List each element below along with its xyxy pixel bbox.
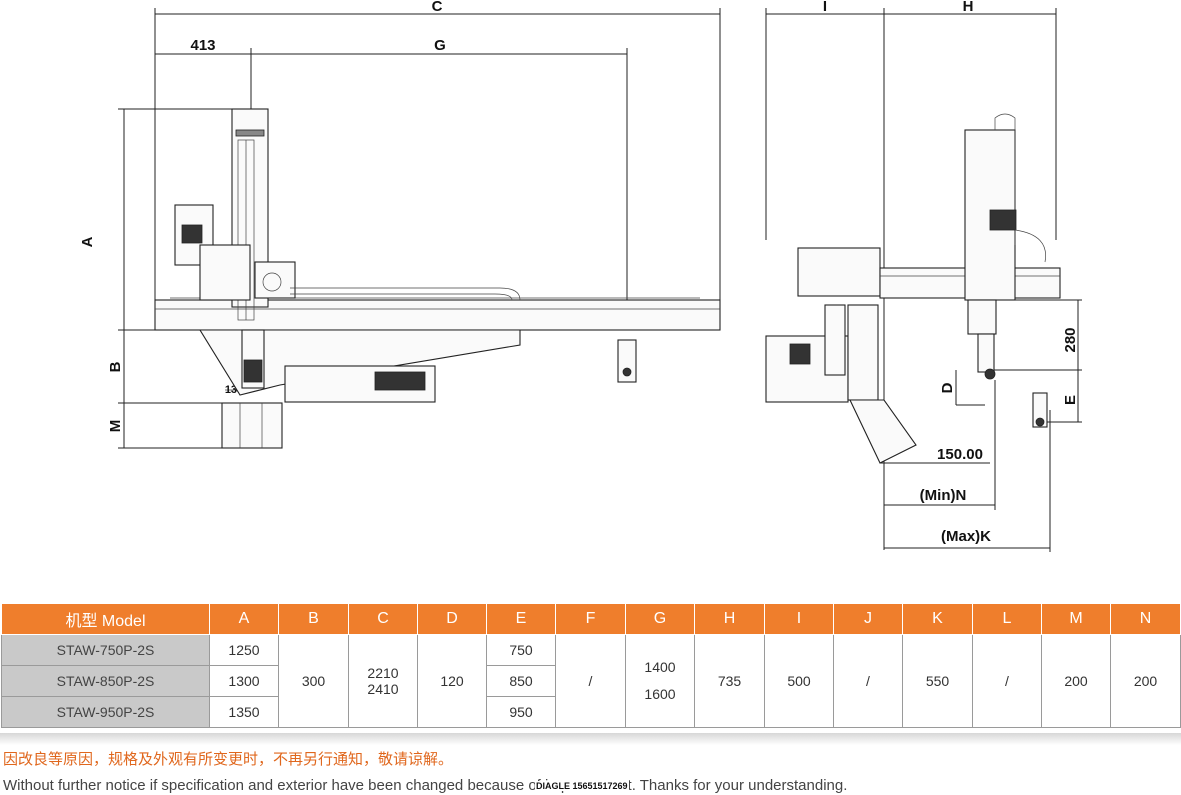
dim-B: B <box>107 361 124 372</box>
header-B: B <box>278 603 349 635</box>
cell-A: 1350 <box>209 696 279 728</box>
dim-M: M <box>107 420 124 433</box>
dim-413: 413 <box>190 37 215 54</box>
header-I: I <box>764 603 834 635</box>
front-view-dimensions <box>118 8 721 449</box>
table-row: STAW-850P-2S 1300 850 <box>1 665 1181 697</box>
dim-E: E <box>1062 395 1079 405</box>
header-J: J <box>833 603 903 635</box>
technical-drawing: C G 413 A B M 134 <box>79 0 1082 552</box>
header-D: D <box>417 603 487 635</box>
cell-model: STAW-850P-2S <box>1 665 210 697</box>
cell-E: 950 <box>486 696 556 728</box>
header-G: G <box>625 603 695 635</box>
dim-I: I <box>823 0 827 15</box>
dim-max-K: (Max)K <box>941 528 991 545</box>
cell-L: / <box>972 634 1042 728</box>
dim-H: H <box>963 0 974 15</box>
cell-J: / <box>833 634 903 728</box>
watermark-text: DIAGLE 15651517269 <box>535 781 629 791</box>
cell-H: 735 <box>694 634 765 728</box>
spec-table: 机型 Model A B C D E F G H I J K L M N STA… <box>1 603 1181 728</box>
table-header-row: 机型 Model A B C D E F G H I J K L M N <box>1 603 1181 635</box>
table-shadow <box>0 733 1181 745</box>
cell-B: 300 <box>278 634 349 728</box>
header-N: N <box>1110 603 1181 635</box>
cell-F: / <box>555 634 626 728</box>
header-H: H <box>694 603 765 635</box>
header-F: F <box>555 603 626 635</box>
header-L: L <box>972 603 1042 635</box>
cell-G: 1400 1600 <box>625 634 695 728</box>
cell-K: 550 <box>902 634 973 728</box>
dim-280: 280 <box>1062 327 1079 352</box>
header-E: E <box>486 603 556 635</box>
cell-M: 200 <box>1041 634 1111 728</box>
cell-model: STAW-750P-2S <box>1 634 210 666</box>
notice-chinese: 因改良等原因，规格及外观有所变更时，不再另行通知，敬请谅解。 <box>3 751 454 768</box>
cell-D: 120 <box>417 634 487 728</box>
header-M: M <box>1041 603 1111 635</box>
front-view-robot <box>154 108 721 449</box>
cell-G-value-1: 1400 <box>644 659 676 675</box>
dim-D: D <box>939 382 956 393</box>
dim-C: C <box>432 0 443 15</box>
dim-min-N: (Min)N <box>920 487 967 504</box>
cell-A: 1300 <box>209 665 279 697</box>
header-model: 机型 Model <box>1 603 210 635</box>
cell-G-value-2: 1600 <box>644 686 676 702</box>
cell-A: 1250 <box>209 634 279 666</box>
dim-G: G <box>434 37 446 54</box>
side-view-robot <box>765 113 1061 464</box>
cell-E: 750 <box>486 634 556 666</box>
table-row: STAW-950P-2S 1350 950 <box>1 696 1181 728</box>
header-A: A <box>209 603 279 635</box>
cell-I: 500 <box>764 634 834 728</box>
dim-150: 150.00 <box>937 446 983 463</box>
cell-model: STAW-950P-2S <box>1 696 210 728</box>
cell-E: 850 <box>486 665 556 697</box>
cell-N: 200 <box>1110 634 1181 728</box>
dim-A: A <box>79 236 96 247</box>
header-C: C <box>348 603 418 635</box>
cell-C-value-2: 2410 <box>367 681 399 697</box>
header-K: K <box>902 603 973 635</box>
cell-C-value-1: 2210 <box>367 665 399 681</box>
notice-english: Without further notice if specification … <box>3 777 848 794</box>
